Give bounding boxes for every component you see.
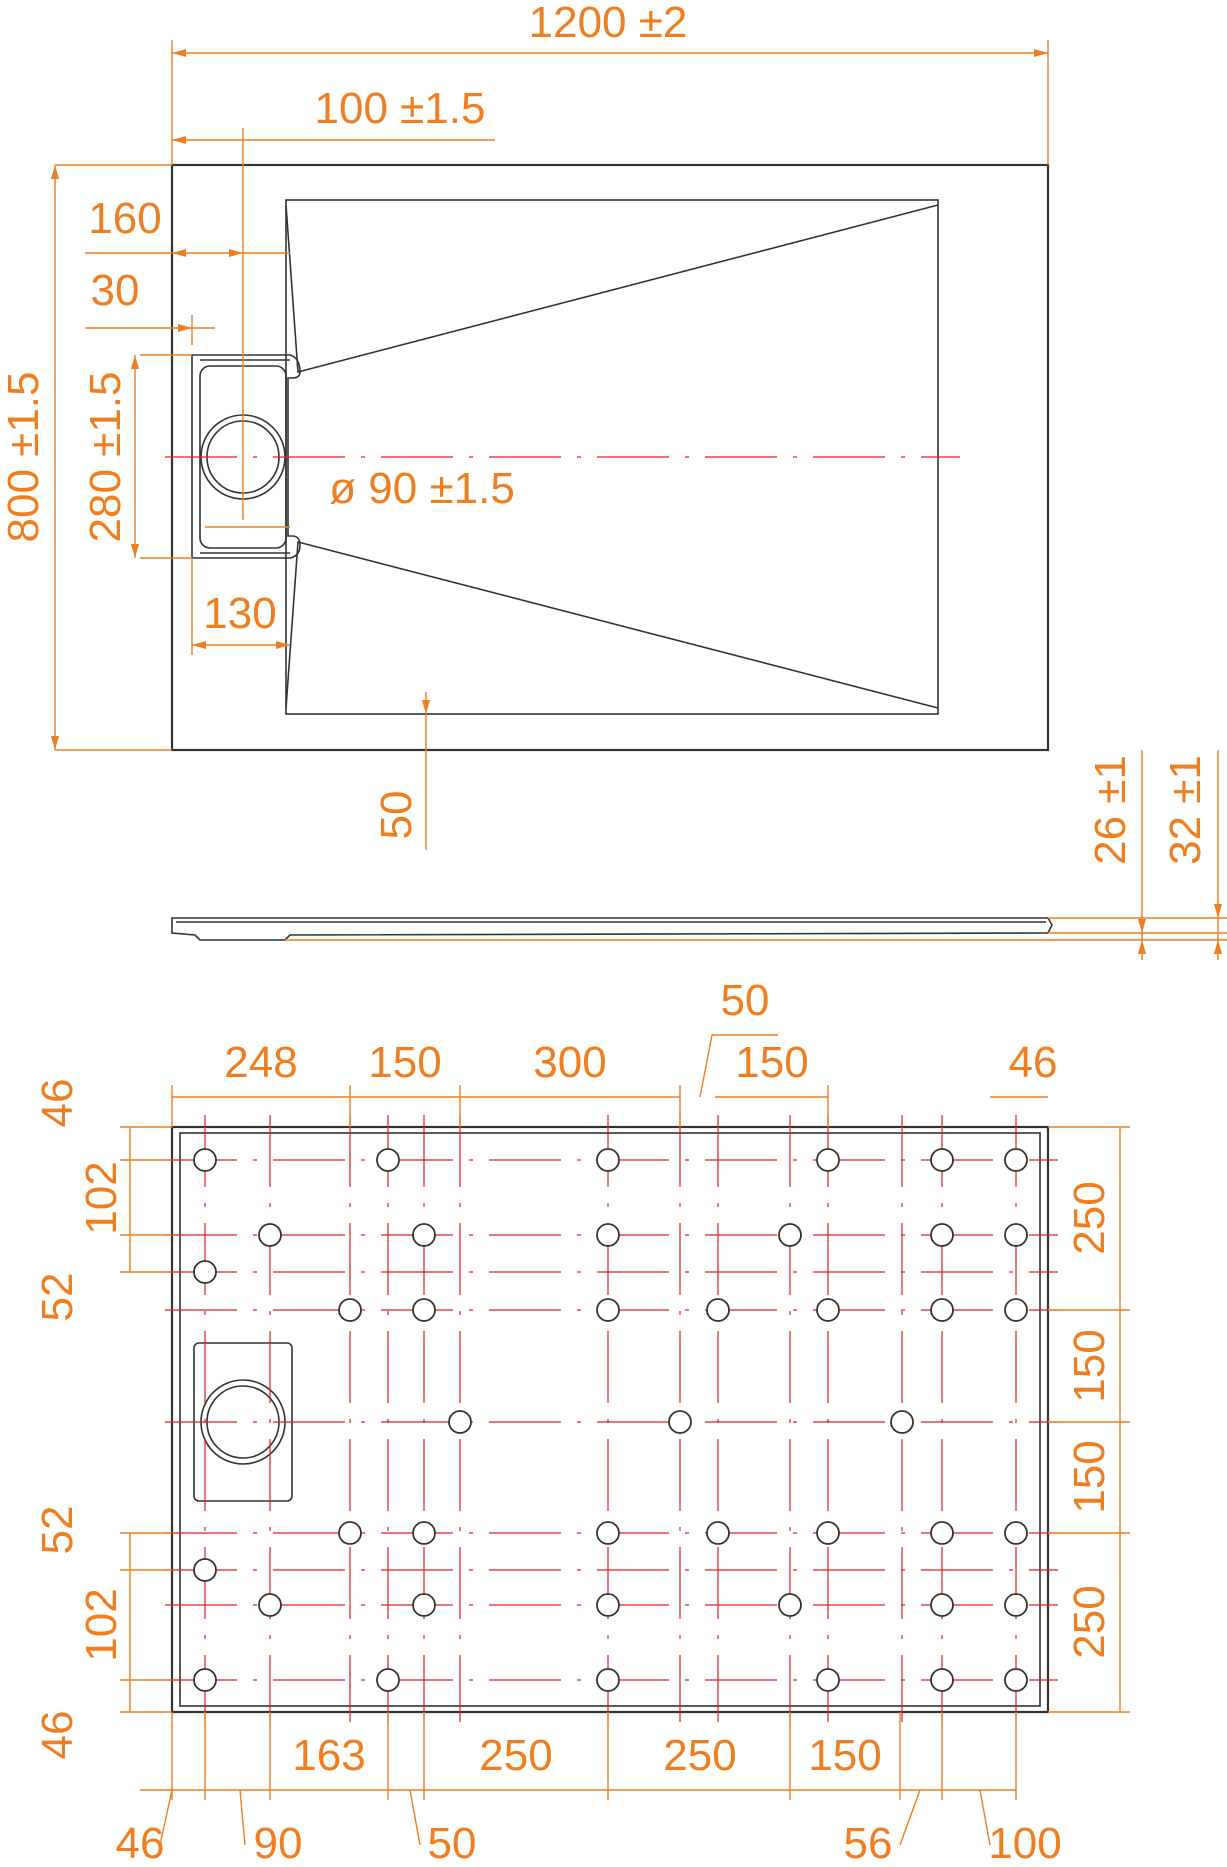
dim-bottom-56: 56	[844, 1819, 893, 1867]
tray-profile	[171, 917, 1053, 941]
support-foot	[193, 1558, 217, 1582]
support-foot	[1004, 1521, 1028, 1545]
dim-bottom-46: 46	[116, 1819, 165, 1867]
support-foot	[193, 1260, 217, 1284]
dim-left-52-lower: 52	[33, 1506, 82, 1555]
support-foot	[930, 1223, 954, 1247]
bottom-view: 248 150 300 50 150 46 46 102 52 52 102 4…	[33, 976, 1130, 1867]
support-foot	[778, 1223, 802, 1247]
support-foot	[596, 1298, 620, 1322]
support-foot	[376, 1148, 400, 1172]
dim-top-50: 50	[721, 976, 770, 1025]
dim-waste-offset: 100 ±1.5	[315, 84, 486, 133]
dim-left-52-upper: 52	[33, 1273, 82, 1322]
dim-bottom-50: 50	[428, 1819, 477, 1867]
dim-right-150-lower: 150	[1065, 1440, 1114, 1513]
dim-top-150b: 150	[735, 1038, 808, 1087]
support-foot	[930, 1521, 954, 1545]
support-foot	[596, 1521, 620, 1545]
dim-right-250-upper: 250	[1065, 1181, 1114, 1254]
dim-channel-width: 130	[203, 589, 276, 638]
support-foot	[1004, 1668, 1028, 1692]
support-foot	[816, 1148, 840, 1172]
support-foot	[668, 1410, 692, 1434]
side-view: 26 ±1 32 ±1	[171, 750, 1227, 960]
support-foot	[412, 1223, 436, 1247]
dim-left-46-upper: 46	[33, 1079, 82, 1128]
dim-top-46: 46	[1009, 1038, 1058, 1087]
slope-lower	[285, 540, 939, 709]
support-foot	[1004, 1148, 1028, 1172]
dim-right-150-upper: 150	[1065, 1329, 1114, 1402]
dim-right-250-lower: 250	[1065, 1585, 1114, 1658]
support-foot	[1004, 1298, 1028, 1322]
support-foot	[193, 1148, 217, 1172]
support-foot	[412, 1593, 436, 1617]
support-foot	[596, 1148, 620, 1172]
dim-top-300: 300	[533, 1038, 606, 1087]
dim-thickness-32: 32 ±1	[1161, 755, 1210, 865]
dim-overall-length: 800 ±1.5	[0, 372, 48, 543]
dim-border: 50	[372, 791, 421, 840]
dim-top-248: 248	[224, 1038, 297, 1087]
support-foot	[816, 1668, 840, 1692]
dim-top-150: 150	[368, 1038, 441, 1087]
dim-thickness-26: 26 ±1	[1086, 755, 1135, 865]
dim-bottom-90: 90	[254, 1819, 303, 1867]
top-view-arrows	[51, 49, 1048, 750]
support-foot	[778, 1593, 802, 1617]
support-foot	[412, 1298, 436, 1322]
support-foot	[448, 1410, 472, 1434]
dim-bottom-163: 163	[292, 1731, 365, 1780]
dim-offset-160: 160	[88, 194, 161, 243]
support-foot	[816, 1298, 840, 1322]
support-grid-lines	[165, 1115, 1058, 1722]
support-foot	[1004, 1223, 1028, 1247]
support-foot	[338, 1298, 362, 1322]
support-foot	[890, 1410, 914, 1434]
top-view: 1200 ±2 100 ±1.5 160 30 ø 90 ±1.5 130 28…	[0, 0, 1050, 850]
support-foot	[930, 1593, 954, 1617]
support-foot	[258, 1223, 282, 1247]
dim-overall-width: 1200 ±2	[529, 0, 688, 47]
support-foot	[930, 1298, 954, 1322]
dim-bottom-250b: 250	[663, 1731, 736, 1780]
dim-left-102-lower: 102	[77, 1588, 126, 1661]
support-foot	[193, 1668, 217, 1692]
dim-bottom-250a: 250	[479, 1731, 552, 1780]
support-foot	[1004, 1593, 1028, 1617]
support-foot	[376, 1668, 400, 1692]
support-foot	[412, 1521, 436, 1545]
support-foot	[338, 1521, 362, 1545]
dim-channel-length: 280 ±1.5	[81, 372, 130, 543]
tray-underside-outline	[170, 1125, 1050, 1714]
support-foot	[596, 1593, 620, 1617]
slope-upper	[285, 204, 939, 374]
support-foot	[816, 1521, 840, 1545]
dim-offset-30: 30	[91, 266, 140, 315]
dim-bottom-100: 100	[988, 1819, 1061, 1867]
top-view-dimension-lines	[54, 40, 1049, 850]
dim-left-102-upper: 102	[77, 1161, 126, 1234]
support-feet	[193, 1148, 1028, 1692]
dim-waste-diameter: ø 90 ±1.5	[329, 464, 515, 513]
support-foot	[596, 1223, 620, 1247]
support-foot	[706, 1521, 730, 1545]
support-foot	[930, 1668, 954, 1692]
support-foot	[706, 1298, 730, 1322]
support-foot	[596, 1668, 620, 1692]
dim-bottom-150: 150	[808, 1731, 881, 1780]
support-foot	[258, 1593, 282, 1617]
support-foot	[930, 1148, 954, 1172]
bottom-view-dimension-lines	[120, 1034, 1130, 1846]
dim-left-46-lower: 46	[33, 1711, 82, 1760]
drain-channel	[191, 354, 301, 559]
